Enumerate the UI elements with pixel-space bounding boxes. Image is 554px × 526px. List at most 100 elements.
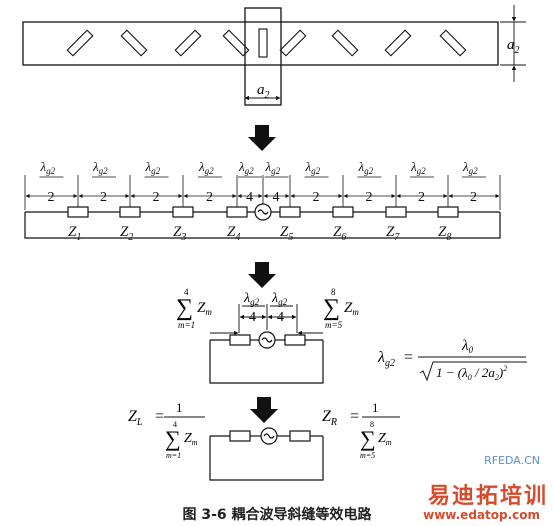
- width-label-a2: a2: [257, 82, 270, 101]
- slot: [66, 29, 94, 57]
- lambda-label: λg2: [271, 291, 288, 307]
- slot: [384, 29, 412, 57]
- impedance-label: Z8: [438, 224, 451, 243]
- reduced-circuit: [209, 304, 324, 384]
- zl-lower: m=1: [166, 451, 181, 460]
- slot-group: [66, 28, 467, 58]
- coupling-waveguide: [244, 7, 282, 106]
- sum-symbol-left: ∑: [176, 295, 193, 321]
- slot: [279, 29, 307, 57]
- final-circuit: [209, 427, 324, 481]
- zl-numerator: 1: [176, 400, 183, 415]
- resistor: [332, 206, 354, 218]
- lambda-label: λg2: [243, 291, 260, 307]
- transform-arrows: [248, 125, 278, 423]
- slot: [331, 29, 359, 57]
- down-arrow: [250, 397, 278, 423]
- divisor-label: 2: [313, 190, 320, 205]
- resistor: [226, 206, 248, 218]
- divisor-label: 2: [206, 190, 213, 205]
- divisor-label: 4: [277, 310, 284, 325]
- figure-caption: 图 3-6 耦合波导斜缝等效电路: [182, 507, 372, 523]
- zl-upper: 4: [173, 420, 177, 429]
- divisor-label: 4: [246, 190, 253, 205]
- resistor: [385, 206, 407, 218]
- resistor: [279, 206, 301, 218]
- resistor: [284, 334, 306, 346]
- reduced-labels: λg2 4 λg2 4 4 ∑ Zm m=1 8 ∑ Zm m=5: [176, 287, 359, 330]
- slot: [439, 29, 467, 57]
- lambda-label: λg2: [145, 159, 161, 176]
- sum-symbol-right: ∑: [323, 295, 340, 321]
- resistor: [437, 206, 459, 218]
- impedance-label: Z5: [280, 224, 293, 243]
- slot: [174, 29, 202, 57]
- watermark-url: www.edatop.com: [423, 508, 540, 522]
- equivalent-circuit-ladder: Z1 Z2 Z3 Z4 Z5 Z6 Z7 Z8 λg2 2 λg2 2 λg2 2 λg2 2 λg2 4 λg2 4…: [24, 159, 501, 243]
- divisor-label: 2: [418, 190, 425, 205]
- sum-upper-right: 8: [331, 287, 336, 297]
- resistor: [67, 206, 89, 218]
- divisor-label: 2: [366, 190, 373, 205]
- impedance-label: Z2: [120, 224, 133, 243]
- zr-eq: =: [350, 408, 359, 425]
- formula-eq: =: [404, 349, 413, 366]
- formula-denominator: 1 − (λ0 / 2a2)2: [436, 364, 507, 382]
- impedance-label: Z1: [68, 224, 81, 243]
- zl-eq: =: [155, 408, 164, 425]
- impedance-label: Z4: [227, 224, 240, 243]
- height-label-a2: a2: [507, 37, 520, 56]
- zr-sum: ∑: [360, 426, 376, 451]
- divisor-label: 2: [470, 190, 477, 205]
- zr-numerator: 1: [372, 400, 379, 415]
- guide-wavelength-formula: λg2 = λ0 1 − (λ0 / 2a2)2: [377, 338, 527, 382]
- down-arrow: [248, 125, 276, 151]
- resistor: [229, 334, 251, 346]
- resistor: [119, 206, 141, 218]
- impedance-label: Z7: [386, 224, 400, 243]
- waveguide-section: [22, 5, 526, 106]
- sum-upper-left: 4: [184, 287, 189, 297]
- divisor-label: 2: [48, 190, 55, 205]
- divisor-label: 2: [153, 190, 160, 205]
- lambda-label: λg2: [40, 159, 56, 176]
- zm-left: Zm: [197, 300, 212, 317]
- zr-upper: 8: [370, 420, 374, 429]
- zl-label: ZL: [128, 408, 143, 428]
- sum-lower-right: m=5: [325, 320, 343, 330]
- watermark-site: RFEDA.CN: [484, 454, 540, 467]
- divisor-label: 4: [273, 190, 280, 205]
- down-arrow: [248, 262, 276, 288]
- lambda-label: λg2: [265, 159, 281, 176]
- final-labels: ZL = 1 4 ∑ Zm m=1 ZR = 1 8 ∑ Zm m=5: [128, 400, 400, 460]
- lambda-label: λg2: [198, 159, 214, 176]
- lambda-label: λg2: [92, 159, 108, 176]
- impedance-label: Z6: [333, 224, 346, 243]
- resistor: [172, 206, 194, 218]
- impedance-label: Z3: [173, 224, 186, 243]
- watermark-brand: 易迪拓培训: [427, 484, 548, 509]
- zr-lower: m=5: [360, 451, 375, 460]
- formula-lhs: λg2: [377, 349, 395, 369]
- zr-label: ZR: [322, 408, 337, 428]
- zr-zm: Zm: [378, 431, 392, 447]
- slot: [222, 29, 250, 57]
- waveguide-body: [22, 21, 499, 66]
- zl-zm: Zm: [184, 431, 198, 447]
- sum-lower-left: m=1: [178, 320, 195, 330]
- zl-sum: ∑: [165, 426, 181, 451]
- slot: [120, 29, 148, 57]
- formula-numerator: λ0: [461, 338, 474, 355]
- lambda-label: λg2: [410, 159, 426, 176]
- slot: [258, 28, 268, 58]
- resistor: [289, 430, 311, 442]
- divisor-label: 2: [100, 190, 107, 205]
- lambda-label: λg2: [305, 159, 321, 176]
- lambda-label: λg2: [462, 159, 478, 176]
- lambda-label: λg2: [358, 159, 374, 176]
- lambda-label: λg2: [238, 159, 254, 176]
- zm-right: Zm: [344, 300, 359, 317]
- divisor-label: 4: [249, 310, 256, 325]
- resistor: [229, 430, 251, 442]
